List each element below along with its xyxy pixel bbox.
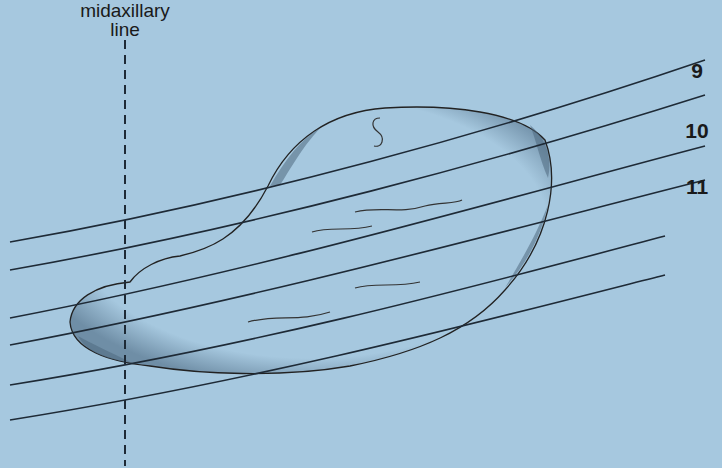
rib-number: 11 bbox=[677, 176, 717, 197]
axis-label: midaxillary line bbox=[65, 1, 185, 39]
rib-number: 9 bbox=[682, 60, 712, 81]
midaxillary-dashed-line bbox=[124, 40, 126, 466]
organ-outline bbox=[70, 107, 552, 374]
rib-lines bbox=[10, 60, 705, 420]
rib-number: 10 bbox=[677, 120, 717, 141]
